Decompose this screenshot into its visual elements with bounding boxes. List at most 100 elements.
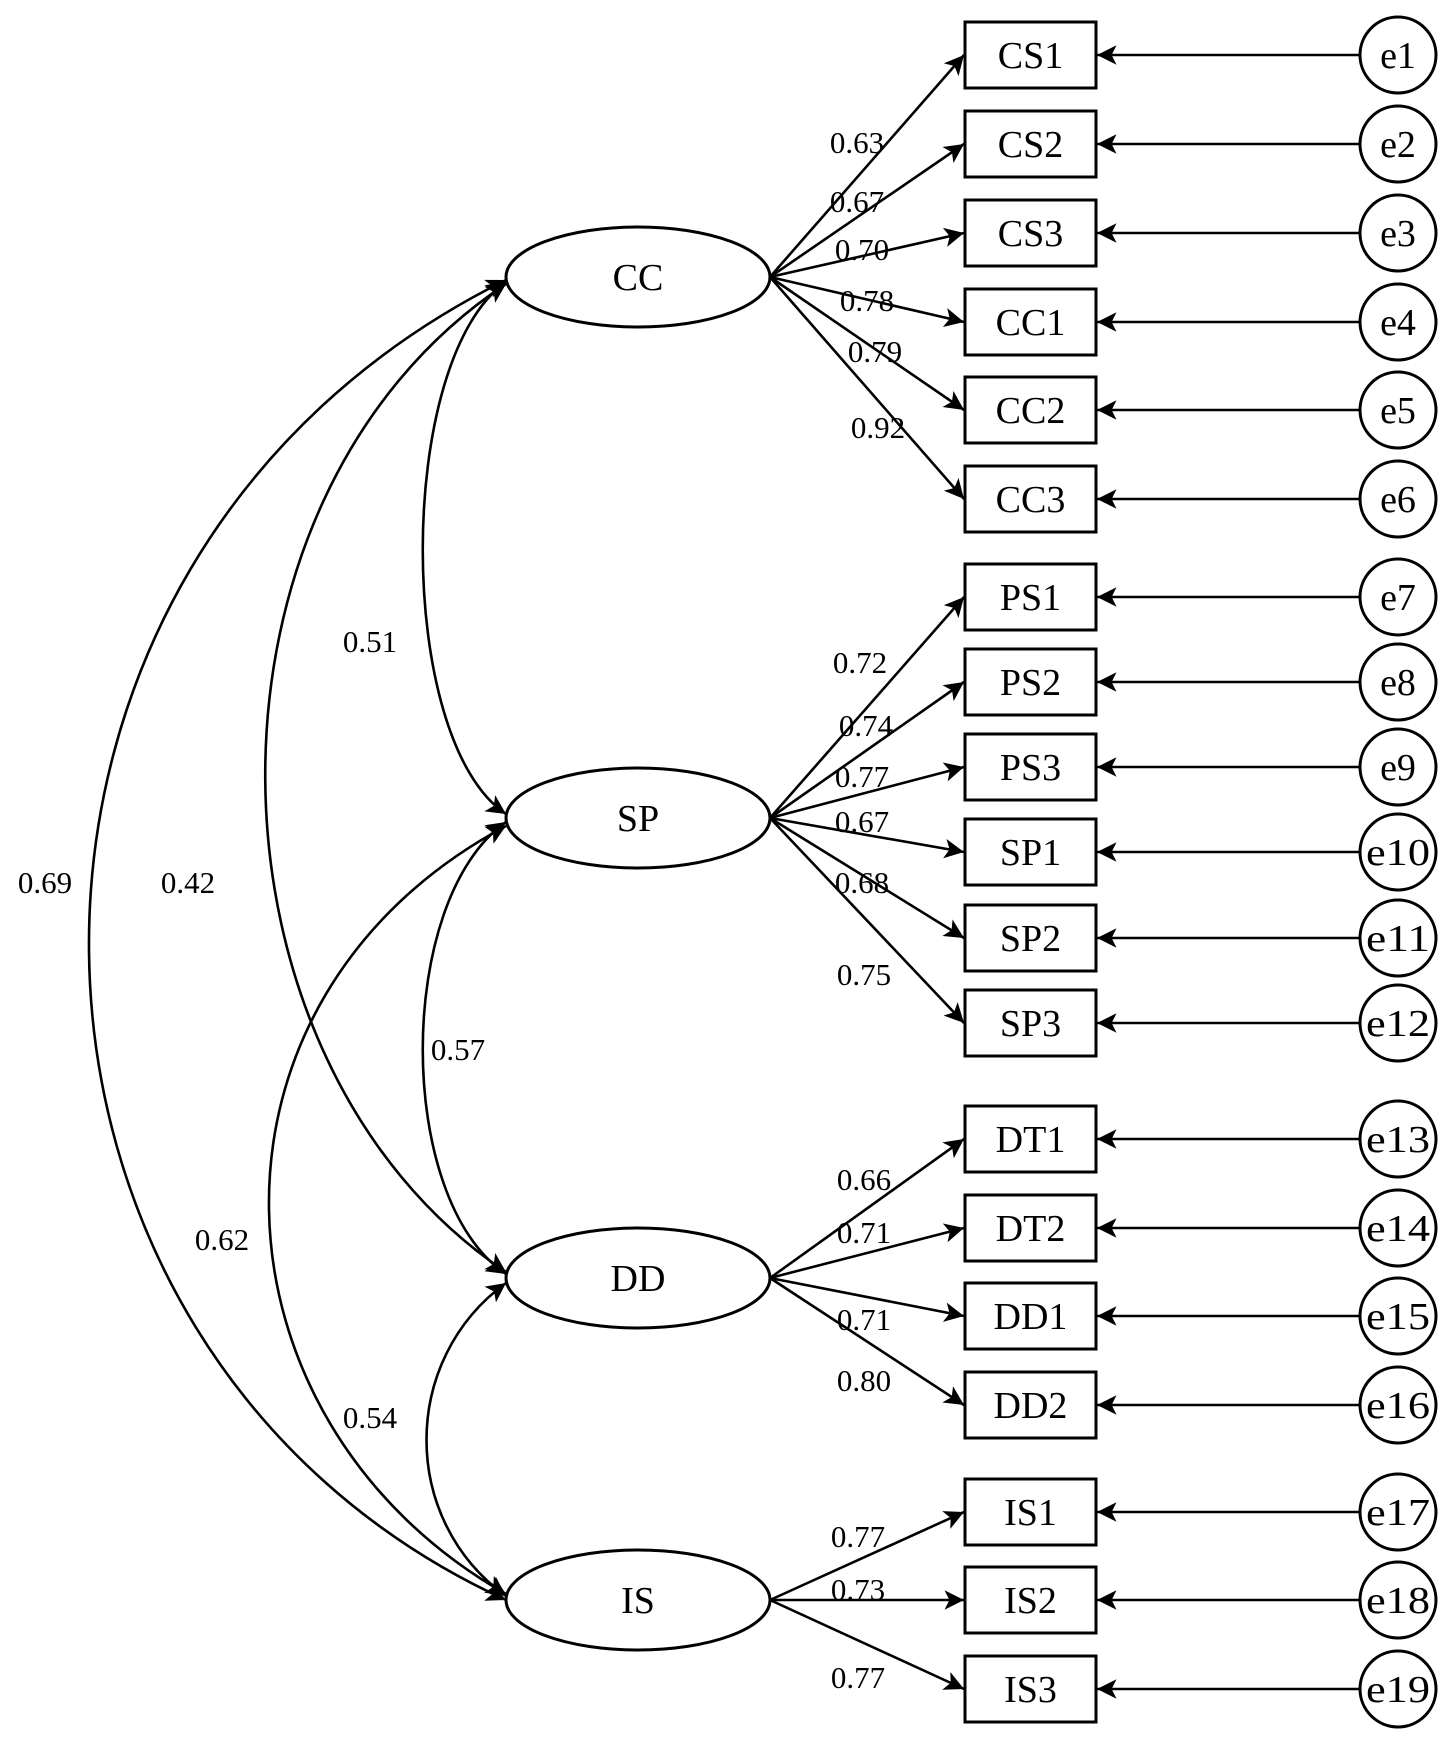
loading-arrow-sp2 [769,816,965,940]
error-circle-e4 [1358,282,1438,362]
correlation-arrow-cc-is [87,278,507,1602]
loading-arrow-dt1 [769,1137,965,1280]
loading-label-is2: 0.73 [831,1572,885,1607]
error-circle-e13 [1358,1099,1438,1179]
indicator-label-sp3: SP3 [1000,1003,1061,1045]
indicator-box-cs3 [963,198,1098,268]
indicator-box-sp3 [963,988,1098,1058]
indicator-label-sp2: SP2 [1000,918,1061,960]
error-label-e4: e4 [1380,302,1416,344]
error-label-e5: e5 [1380,390,1416,432]
error-label-e18: e18 [1366,1580,1430,1622]
loading-arrow-is1 [769,1510,965,1602]
correlation-label-dd-is: 0.54 [343,1400,398,1435]
indicator-label-cc2: CC2 [996,390,1066,432]
latent-factor-is [504,1548,772,1652]
indicator-box-dd2 [963,1370,1098,1440]
error-label-e6: e6 [1380,479,1416,521]
error-label-e14: e14 [1366,1208,1430,1250]
indicator-box-cs2 [963,109,1098,179]
error-circle-e16 [1358,1365,1438,1445]
loading-label-dt2: 0.71 [837,1215,891,1250]
loading-arrow-is3 [769,1598,965,1691]
error-label-e7: e7 [1380,577,1416,619]
loading-label-is3: 0.77 [831,1660,885,1695]
error-circle-e10 [1358,812,1438,892]
indicator-box-is2 [963,1565,1098,1635]
correlation-layer [87,278,507,1602]
loading-arrow-dd1 [769,1276,965,1322]
latent-label-dd: DD [611,1258,666,1300]
indicator-label-cs2: CS2 [998,124,1063,166]
indicator-box-cc3 [963,464,1098,534]
loading-arrow-cs1 [769,54,965,278]
indicator-box-cs1 [963,20,1098,90]
error-circle-e3 [1358,193,1438,273]
loading-label-sp1: 0.67 [835,804,889,839]
loading-arrow-cc1 [769,275,965,328]
error-label-e15: e15 [1366,1296,1430,1338]
error-circle-e5 [1358,370,1438,450]
indicator-label-is3: IS3 [1004,1669,1057,1711]
latent-factor-sp [504,766,772,870]
indicator-box-is1 [963,1477,1098,1547]
indicator-label-ps3: PS3 [1000,747,1061,789]
error-circle-e6 [1358,459,1438,539]
indicator-label-dt1: DT1 [996,1119,1066,1161]
indicator-label-dd1: DD1 [994,1296,1068,1338]
latent-label-sp: SP [617,798,659,840]
loading-label-cs2: 0.67 [830,184,884,219]
loading-arrow-ps1 [769,596,965,819]
indicator-box-is3 [963,1654,1098,1724]
loading-arrow-sp1 [769,816,965,859]
error-label-e11: e11 [1366,918,1430,960]
error-circle-e19 [1358,1649,1438,1729]
loading-arrow-dt2 [769,1223,965,1280]
loading-arrow-cs2 [769,142,965,279]
indicator-label-is2: IS2 [1004,1580,1057,1622]
indicator-box-ps2 [963,647,1098,717]
loading-label-dd1: 0.71 [837,1302,891,1337]
indicator-box-sp2 [963,903,1098,973]
latent-label-is: IS [621,1580,655,1622]
indicator-box-ps3 [963,732,1098,802]
error-circle-e15 [1358,1276,1438,1356]
loading-label-dt1: 0.66 [837,1162,891,1197]
error-label-e8: e8 [1380,662,1416,704]
latent-factor-dd [504,1226,772,1330]
loading-label-cc1: 0.78 [840,283,894,318]
loading-arrow-ps3 [769,762,965,820]
loading-arrow-ps2 [769,680,965,820]
loading-label-cs1: 0.63 [830,125,884,160]
latent-label-cc: CC [613,257,664,299]
indicator-label-sp1: SP1 [1000,832,1061,874]
error-label-e1: e1 [1380,35,1416,77]
loading-label-ps2: 0.74 [839,708,894,743]
loading-label-cc2: 0.79 [848,334,902,369]
loading-label-sp2: 0.68 [835,865,889,900]
loading-label-cs3: 0.70 [835,232,889,267]
loading-label-ps1: 0.72 [833,645,887,680]
error-label-e2: e2 [1380,124,1416,166]
correlation-label-sp-is: 0.62 [195,1222,249,1257]
indicator-label-cc3: CC3 [996,479,1066,521]
indicator-box-dt1 [963,1104,1098,1174]
error-circle-e8 [1358,642,1438,722]
correlation-arrow-dd-is [425,1281,507,1598]
loading-label-dd2: 0.80 [837,1363,891,1398]
node-layer [504,15,1438,1729]
error-label-e9: e9 [1380,747,1416,789]
indicator-label-is1: IS1 [1004,1492,1057,1534]
error-circle-e9 [1358,727,1438,807]
error-circle-e14 [1358,1188,1438,1268]
indicator-label-dd2: DD2 [994,1385,1068,1427]
indicator-box-sp1 [963,817,1098,887]
error-label-e12: e12 [1366,1003,1430,1045]
correlation-label-cc-dd: 0.42 [161,865,215,900]
error-label-e17: e17 [1366,1492,1430,1534]
correlation-arrow-sp-dd [421,820,507,1276]
error-circle-e12 [1358,983,1438,1063]
correlation-arrow-cc-dd [264,282,507,1274]
correlation-arrow-cc-sp [421,280,507,816]
latent-factor-cc [504,225,772,329]
